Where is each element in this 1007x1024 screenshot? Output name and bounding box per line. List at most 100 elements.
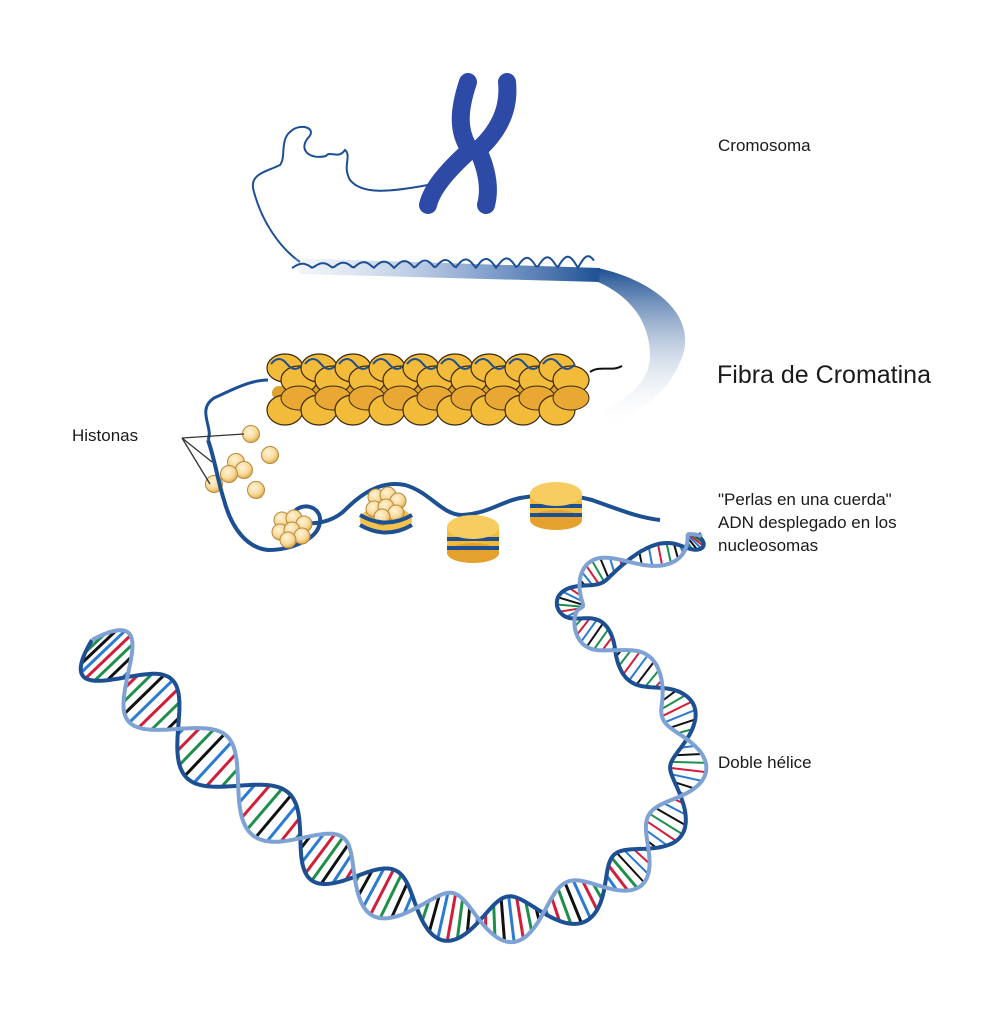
base-pair bbox=[660, 694, 686, 711]
nucleosome-drum-top bbox=[447, 515, 499, 539]
fiber-disk-bottom bbox=[552, 385, 590, 411]
base-pair bbox=[556, 603, 583, 608]
histones-pointer-lines bbox=[181, 433, 245, 485]
fiber-dna-wrap bbox=[474, 358, 508, 370]
fiber-dna-wrap bbox=[304, 358, 338, 370]
base-pair bbox=[647, 547, 654, 567]
base-pair bbox=[279, 817, 301, 843]
chromatin-fiber bbox=[266, 353, 623, 426]
base-pair bbox=[183, 733, 226, 777]
base-pair bbox=[304, 833, 337, 874]
coiled-fiber bbox=[290, 255, 600, 282]
base-pair bbox=[663, 802, 686, 816]
base-pair bbox=[300, 833, 325, 864]
base-pair bbox=[465, 906, 472, 933]
base-pair bbox=[585, 564, 600, 585]
base-pair bbox=[615, 852, 645, 884]
base-pair bbox=[436, 892, 450, 939]
label-fibra-de-cromatina: Fibra de Cromatina bbox=[717, 361, 931, 389]
base-pair bbox=[254, 794, 293, 839]
base-pair bbox=[192, 741, 233, 784]
base-pair bbox=[580, 619, 598, 643]
label-perlas-line-2: ADN desplegado en los bbox=[718, 513, 897, 532]
base-pair bbox=[524, 901, 534, 932]
base-pair bbox=[176, 727, 201, 752]
base-pair bbox=[515, 897, 525, 939]
base-pair bbox=[593, 628, 610, 651]
base-pair bbox=[128, 679, 174, 724]
base-pair bbox=[123, 674, 166, 715]
base-pair bbox=[591, 560, 605, 583]
nucleosome-drum-band bbox=[530, 513, 582, 517]
base-pair bbox=[240, 784, 271, 819]
base-pair bbox=[205, 753, 237, 788]
base-pair bbox=[246, 787, 284, 831]
base-pair bbox=[238, 783, 257, 804]
base-pair bbox=[671, 773, 703, 782]
histone-octamer bbox=[279, 531, 297, 549]
base-pair bbox=[669, 766, 707, 774]
base-pair bbox=[310, 836, 345, 882]
base-pair bbox=[664, 708, 696, 724]
base-pair bbox=[672, 543, 680, 560]
base-pair bbox=[402, 894, 414, 915]
base-pair bbox=[331, 853, 353, 885]
label-perlas-line-1: "Perlas en una cuerda" bbox=[718, 490, 892, 509]
base-pair bbox=[571, 879, 592, 919]
histone-bead bbox=[220, 465, 238, 483]
base-pair bbox=[608, 557, 616, 573]
histone-bead bbox=[235, 461, 253, 479]
label-histonas: Histonas bbox=[72, 426, 139, 445]
base-pair bbox=[445, 893, 458, 942]
base-pair bbox=[563, 882, 583, 924]
base-pair bbox=[507, 896, 516, 943]
fiber-dna-wrap bbox=[338, 358, 372, 370]
base-pair bbox=[80, 629, 118, 665]
base-pair bbox=[675, 753, 702, 757]
nucleosome-dna-wrap bbox=[359, 513, 413, 535]
base-pair bbox=[628, 654, 649, 682]
base-pair bbox=[499, 898, 506, 942]
base-pair bbox=[178, 728, 215, 766]
fiber-dna-wrap bbox=[270, 358, 304, 370]
base-pair bbox=[599, 557, 610, 579]
base-pair bbox=[390, 882, 409, 919]
fiber-sweep bbox=[598, 268, 686, 428]
base-pair bbox=[150, 701, 181, 731]
label-perlas-en-una-cuerda: "Perlas en una cuerda" ADN desplegado en… bbox=[718, 488, 897, 557]
base-pair bbox=[576, 617, 591, 636]
histone-beads bbox=[205, 425, 279, 499]
base-pair bbox=[122, 672, 154, 703]
base-pair bbox=[661, 700, 693, 718]
base-pair bbox=[601, 636, 614, 651]
histone-bead bbox=[247, 481, 265, 499]
base-pair bbox=[687, 533, 705, 547]
nucleosome-drum-band bbox=[447, 546, 499, 550]
base-pair bbox=[562, 590, 583, 603]
base-pair bbox=[648, 812, 683, 835]
base-pair bbox=[623, 849, 649, 875]
base-pair bbox=[369, 868, 395, 916]
base-pair bbox=[427, 895, 441, 932]
chromosome-icon bbox=[419, 73, 517, 214]
label-doble-helice: Doble hélice bbox=[718, 753, 812, 772]
fiber-thread bbox=[204, 378, 269, 441]
base-pair bbox=[610, 856, 639, 890]
base-pair bbox=[654, 807, 686, 826]
base-pair bbox=[84, 634, 132, 680]
label-perlas-line-3: nucleosomas bbox=[718, 536, 819, 555]
base-pair bbox=[220, 768, 239, 788]
base-pair bbox=[80, 629, 127, 674]
base-pair bbox=[644, 669, 660, 688]
base-pair bbox=[455, 898, 465, 939]
base-pair bbox=[607, 864, 629, 892]
base-pair bbox=[645, 820, 677, 842]
base-pair bbox=[492, 905, 497, 936]
base-pair bbox=[687, 534, 702, 550]
base-pair bbox=[669, 718, 696, 729]
base-pair bbox=[635, 660, 655, 686]
base-pair bbox=[605, 874, 618, 891]
fiber-dna-wrap bbox=[406, 358, 440, 370]
base-pair bbox=[657, 543, 664, 566]
